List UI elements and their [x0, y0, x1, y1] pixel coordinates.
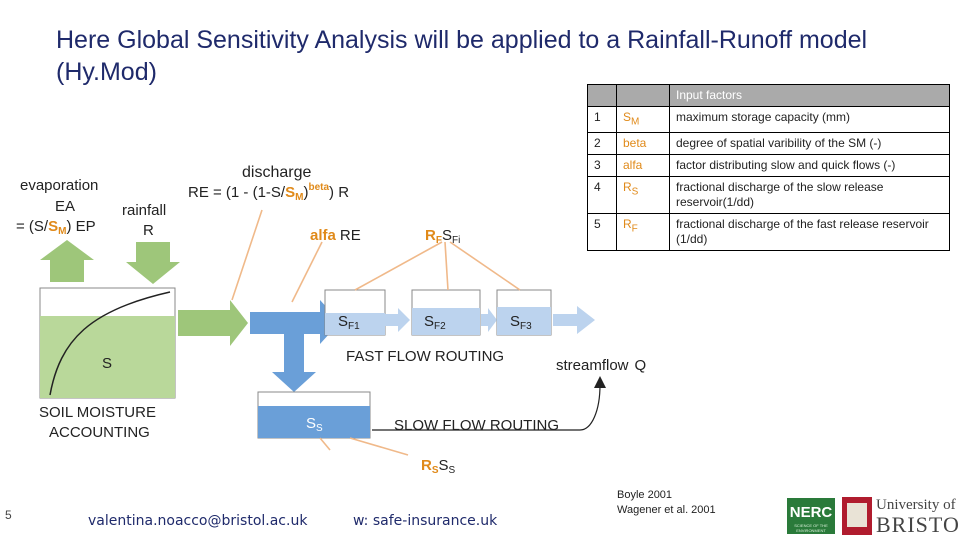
slow-split-arrow — [272, 334, 316, 392]
row-number: 5 — [587, 213, 617, 252]
soil-store-label: S — [102, 355, 112, 372]
excess-rainfall-arrow — [178, 300, 248, 346]
slow-outflow-line — [372, 384, 601, 431]
reservoir-sf1-water — [325, 313, 385, 335]
sf1-to-sf2-arrow — [385, 308, 410, 332]
table-row: 3 alfa factor distributing slow and quic… — [587, 154, 950, 178]
rainfall-label: rainfall — [122, 202, 166, 219]
input-factors-table: Input factors 1 SM maximum storage capac… — [587, 84, 950, 252]
reference-wagener: Wagener et al. 2001 — [617, 504, 716, 516]
rainfall-arrow — [126, 242, 180, 284]
slow-outflow-arrowhead — [594, 376, 606, 388]
ss-label: SS — [306, 415, 323, 434]
website-link[interactable]: w: safe-insurance.uk — [353, 513, 498, 529]
row-symbol: SM — [616, 105, 670, 134]
row-number: 3 — [587, 154, 617, 178]
evaporation-label: evaporation — [20, 177, 98, 194]
table-header-label: Input factors — [669, 84, 950, 107]
fast-split-arrow — [250, 300, 340, 344]
slide-title: Here Global Sensitivity Analysis will be… — [56, 26, 868, 86]
contact-email[interactable]: valentina.noacco@bristol.ac.uk — [88, 513, 308, 529]
re-formula: RE = (1 - (1-S/SM)beta) R — [188, 182, 349, 203]
slide-number: 5 — [5, 508, 12, 522]
nerc-logo-subtitle: SCIENCE OF THE ENVIRONMENT — [794, 523, 828, 533]
soil-curve — [49, 291, 171, 396]
parameter-pointer-lines — [231, 209, 521, 456]
nerc-logo: NERC SCIENCE OF THE ENVIRONMENT — [787, 498, 835, 534]
table-row: 1 SM maximum storage capacity (mm) — [587, 105, 950, 134]
row-symbol: RS — [616, 176, 670, 215]
row-number: 1 — [587, 105, 617, 134]
reservoir-sf3-water — [497, 307, 551, 335]
sf3-label: SF3 — [510, 313, 532, 332]
sf2-to-sf3-arrow — [481, 308, 497, 332]
slow-flow-routing-label: SLOW FLOW ROUTING — [394, 417, 559, 434]
rs-ss-label: RSSS — [421, 457, 456, 476]
row-description: maximum storage capacity (mm) — [669, 105, 950, 134]
reservoir-ss-water — [258, 406, 370, 438]
references: Boyle 2001 Wagener et al. 2001 — [617, 488, 716, 518]
row-description: fractional discharge of the fast release… — [669, 213, 950, 252]
sf2-label: SF2 — [424, 313, 446, 332]
row-number: 4 — [587, 176, 617, 215]
nerc-logo-text: NERC — [789, 504, 833, 521]
ea-formula: = (S/SM) EP — [16, 218, 96, 237]
rainfall-symbol: R — [143, 222, 154, 239]
reservoir-sf2-water — [412, 308, 480, 335]
ea-label: EA — [55, 198, 75, 215]
uob-logo-line2: BRISTOL — [876, 512, 960, 537]
rf-sfi-label: RFSFi — [425, 227, 460, 246]
table-row: 5 RF fractional discharge of the fast re… — [587, 213, 950, 252]
fast-flow-routing-label: FAST FLOW ROUTING — [346, 348, 504, 365]
table-row: 4 RS fractional discharge of the slow re… — [587, 176, 950, 215]
reference-boyle: Boyle 2001 — [617, 489, 673, 501]
table-header-row: Input factors — [587, 84, 950, 107]
soil-moisture-line2: ACCOUNTING — [49, 424, 150, 441]
row-description: fractional discharge of the slow release… — [669, 176, 950, 215]
evaporation-arrow — [40, 240, 94, 282]
row-symbol: beta — [616, 132, 670, 156]
fast-outflow-arrow — [553, 306, 595, 334]
table-row: 2 beta degree of spatial varibility of t… — [587, 132, 950, 156]
sf1-label: SF1 — [338, 313, 360, 332]
bristol-crest-inner — [847, 503, 867, 527]
row-symbol: RF — [616, 213, 670, 252]
uob-logo-line1: University of — [876, 497, 956, 513]
row-description: degree of spatial varibility of the SM (… — [669, 132, 950, 156]
discharge-label: discharge — [242, 164, 311, 181]
row-number: 2 — [587, 132, 617, 156]
row-symbol: alfa — [616, 154, 670, 178]
row-description: factor distributing slow and quick flows… — [669, 154, 950, 178]
soil-moisture-line1: SOIL MOISTURE — [39, 404, 156, 421]
